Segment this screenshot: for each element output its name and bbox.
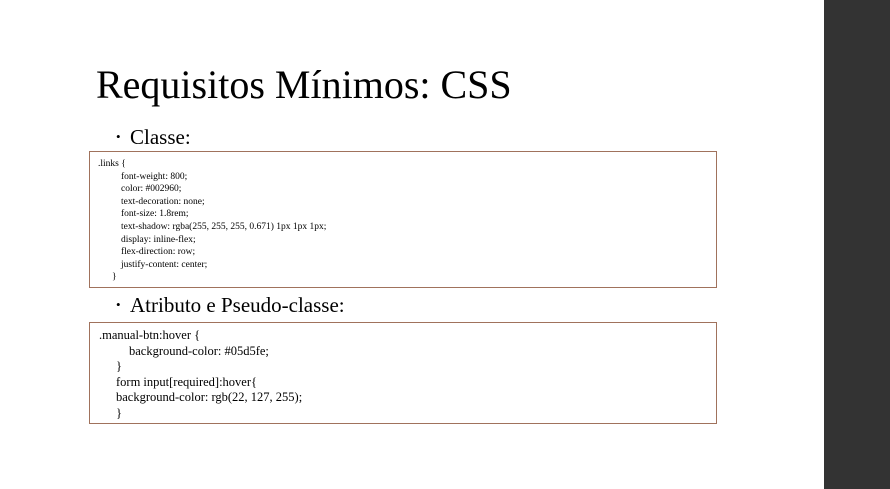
code-line: } bbox=[116, 405, 122, 420]
code-line: text-decoration: none; bbox=[121, 196, 205, 207]
bullet-label: Classe: bbox=[130, 125, 191, 149]
bullet-atributo: • Atributo e Pseudo-classe: bbox=[116, 293, 345, 317]
code-line: flex-direction: row; bbox=[121, 247, 196, 258]
code-block-classe: .links { font-weight: 800; color: #00296… bbox=[89, 151, 717, 288]
code-line: display: inline-flex; bbox=[121, 234, 196, 245]
slide-title: Requisitos Mínimos: CSS bbox=[96, 62, 512, 107]
code-line: font-size: 1.8rem; bbox=[121, 209, 189, 220]
code-line: } bbox=[116, 359, 122, 374]
code-line: .manual-btn:hover { bbox=[99, 328, 201, 342]
bullet-label: Atributo e Pseudo-classe: bbox=[130, 293, 345, 317]
code-line: font-weight: 800; bbox=[121, 171, 188, 182]
code-line: background-color: #05d5fe; bbox=[129, 343, 269, 358]
slide: Requisitos Mínimos: CSS • Classe: .links … bbox=[89, 62, 717, 424]
side-panel bbox=[824, 0, 890, 489]
bullet-classe: • Classe: bbox=[116, 125, 191, 149]
bullet-dot: • bbox=[116, 297, 121, 312]
code-line: background-color: rgb(22, 127, 255); bbox=[116, 390, 303, 405]
code-line: .links { bbox=[98, 159, 126, 169]
code-line: } bbox=[112, 272, 117, 283]
code-line: color: #002960; bbox=[121, 184, 182, 195]
code-block-atributo: .manual-btn:hover { background-color: #0… bbox=[89, 322, 717, 424]
code-line: text-shadow: rgba(255, 255, 255, 0.671) … bbox=[121, 221, 327, 232]
code-line: form input[required]:hover{ bbox=[116, 374, 258, 389]
code-line: justify-content: center; bbox=[121, 259, 208, 270]
bullet-dot: • bbox=[116, 129, 121, 144]
